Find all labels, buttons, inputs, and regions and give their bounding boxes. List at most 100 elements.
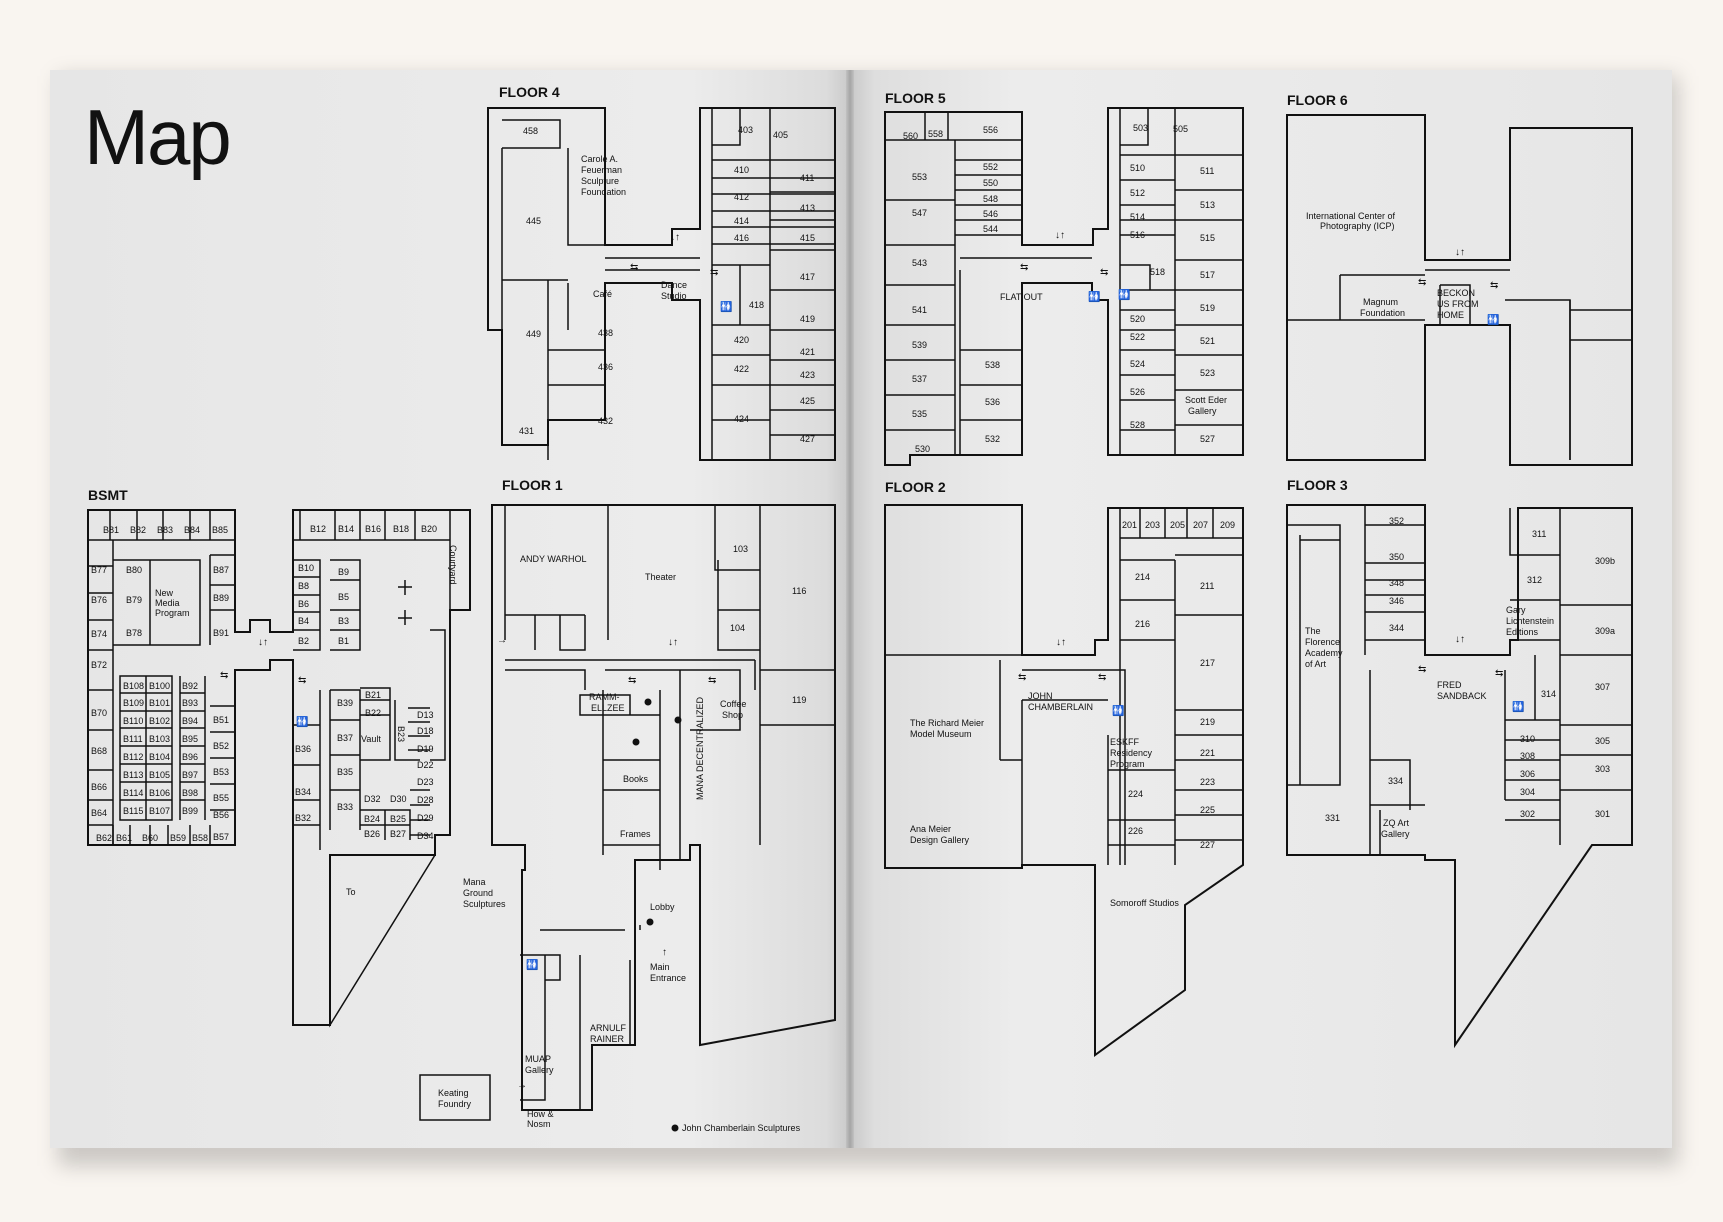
room-label: FLAT OUT (1000, 292, 1043, 302)
room-label: B87 (213, 565, 229, 575)
room-label: 512 (1130, 188, 1145, 198)
room-label: B34 (295, 787, 311, 797)
restroom-icon: 🚻 (1487, 313, 1499, 326)
room-label: B52 (213, 741, 229, 751)
right-page (850, 70, 1672, 1148)
restroom-icon: 🚻 (526, 958, 538, 971)
room-label: 520 (1130, 314, 1145, 324)
stairs-icon: ⇆ (1490, 280, 1498, 291)
room-label: 544 (983, 224, 998, 234)
room-label: 535 (912, 409, 927, 419)
floor5-label: FLOOR 5 (885, 90, 946, 106)
circulation-icons: ↓↑ ⇆ ⇆ 🚻 ↓↑ ⇆ ⇆ 🚻 🚻 ↓↑ ⇆ ⇆ 🚻 ↓↑ ⇆ ⇆ 🚻 ↓↑… (220, 230, 1524, 1091)
room-label: Gary (1506, 605, 1526, 615)
room-label: 403 (738, 125, 753, 135)
room-label: 309b (1595, 556, 1615, 566)
room-label: RAMM- (589, 692, 620, 702)
stairs-icon: ⇆ (710, 267, 718, 278)
room-label: B74 (91, 629, 107, 639)
room-label: Coffee (720, 699, 746, 709)
room-label: BECKON (1437, 288, 1475, 298)
room-label: 310 (1520, 734, 1535, 744)
room-label: 431 (519, 426, 534, 436)
room-label: Sculpture (581, 176, 619, 186)
room-label: 503 (1133, 123, 1148, 133)
room-label: 306 (1520, 769, 1535, 779)
room-label: 119 (792, 695, 806, 705)
room-label: Model Museum (910, 729, 972, 739)
room-label: B62 (96, 833, 112, 843)
room-label: 405 (773, 130, 788, 140)
room-label: B59 (170, 833, 186, 843)
room-label: Entrance (650, 973, 686, 983)
room-label: D18 (417, 726, 434, 736)
room-label: Media (155, 598, 180, 608)
room-label: RAINER (590, 1034, 625, 1044)
room-label: 216 (1135, 619, 1150, 629)
room-label: 217 (1200, 658, 1215, 668)
room-label: B55 (213, 793, 229, 803)
room-label: Café (593, 289, 612, 299)
room-label: B108 (123, 681, 144, 691)
room-label: B89 (213, 593, 229, 603)
room-label: 314 (1541, 689, 1556, 699)
floor5-room-labels: 560 558 556 553 552 550 548 546 544 547 … (903, 123, 1227, 454)
elevator-icon: ↓↑ (1455, 247, 1465, 258)
room-label: Nosm (527, 1119, 551, 1129)
floor2-label: FLOOR 2 (885, 479, 946, 495)
bsmt-plan (87, 509, 471, 1028)
room-label: 436 (598, 362, 613, 372)
room-label: 419 (800, 314, 815, 324)
room-label: Academy (1305, 648, 1343, 658)
room-label: 517 (1200, 270, 1215, 280)
room-label: B96 (182, 752, 198, 762)
room-label: Sculptures (463, 899, 506, 909)
room-label: B80 (126, 565, 142, 575)
room-label: 301 (1595, 809, 1610, 819)
room-label: Lobby (650, 902, 675, 912)
room-label: 424 (734, 414, 749, 424)
room-label: B110 (123, 716, 143, 726)
room-label: 410 (734, 165, 749, 175)
room-label: 432 (598, 416, 613, 426)
sculpture-dot-icon (646, 918, 654, 926)
room-label: B58 (192, 833, 208, 843)
room-label: B3 (338, 616, 349, 626)
room-label: 538 (985, 360, 1000, 370)
room-label: B78 (126, 628, 142, 638)
room-label: Mana (463, 877, 486, 887)
room-label: B36 (295, 744, 311, 754)
room-label: Magnum (1363, 297, 1398, 307)
room-label: New (155, 588, 174, 598)
room-label: Photography (ICP) (1320, 221, 1395, 231)
room-label: D23 (417, 777, 434, 787)
room-label: B14 (338, 524, 354, 534)
room-label: 541 (912, 305, 927, 315)
entrance-arrow-icon: ↑ (662, 947, 667, 958)
room-label: 514 (1130, 212, 1145, 222)
room-label: 438 (598, 328, 613, 338)
sculpture-dot-icon (671, 1124, 679, 1132)
room-label: B56 (213, 810, 229, 820)
room-label: 415 (800, 233, 815, 243)
room-label: SANDBACK (1437, 691, 1487, 701)
room-label: 543 (912, 258, 927, 268)
room-label: 207 (1193, 520, 1208, 530)
room-label: B112 (123, 752, 143, 762)
stairs-icon: ⇆ (1418, 277, 1426, 288)
room-label: 539 (912, 340, 927, 350)
room-label: 348 (1389, 578, 1404, 588)
room-label: 344 (1389, 623, 1404, 633)
room-label: 550 (983, 178, 998, 188)
room-label: 411 (800, 173, 814, 183)
room-label: B68 (91, 746, 107, 756)
room-label: B20 (421, 524, 437, 534)
room-label: 308 (1520, 751, 1535, 761)
room-label: 532 (985, 434, 1000, 444)
room-label: 302 (1520, 809, 1535, 819)
room-label: B115 (123, 806, 143, 816)
room-label: 445 (526, 216, 541, 226)
room-label: Courtyard (448, 545, 458, 585)
room-label: B70 (91, 708, 107, 718)
stairs-icon: ⇆ (630, 262, 638, 273)
